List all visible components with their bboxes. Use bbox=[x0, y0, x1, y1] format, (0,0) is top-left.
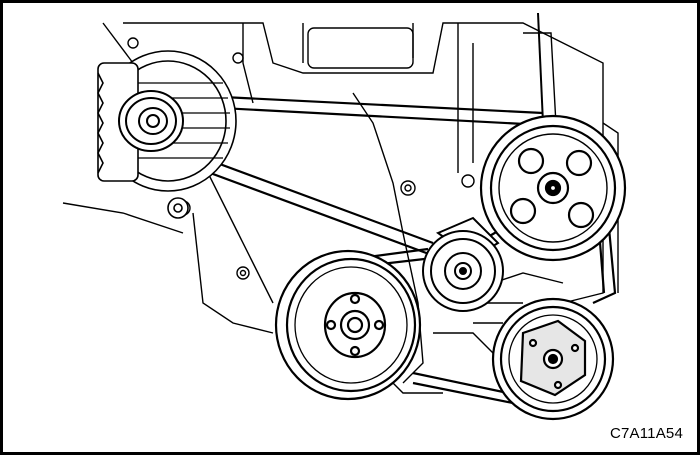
figure-code: C7A11A54 bbox=[609, 425, 683, 442]
ac-compressor-pulley bbox=[491, 297, 615, 421]
idler-pulley bbox=[422, 216, 504, 312]
crankshaft-pulley bbox=[274, 249, 422, 401]
belt-routing-diagram bbox=[62, 12, 627, 421]
power-steering-pump-pulley bbox=[479, 114, 627, 262]
alternator-pulley bbox=[118, 90, 184, 152]
